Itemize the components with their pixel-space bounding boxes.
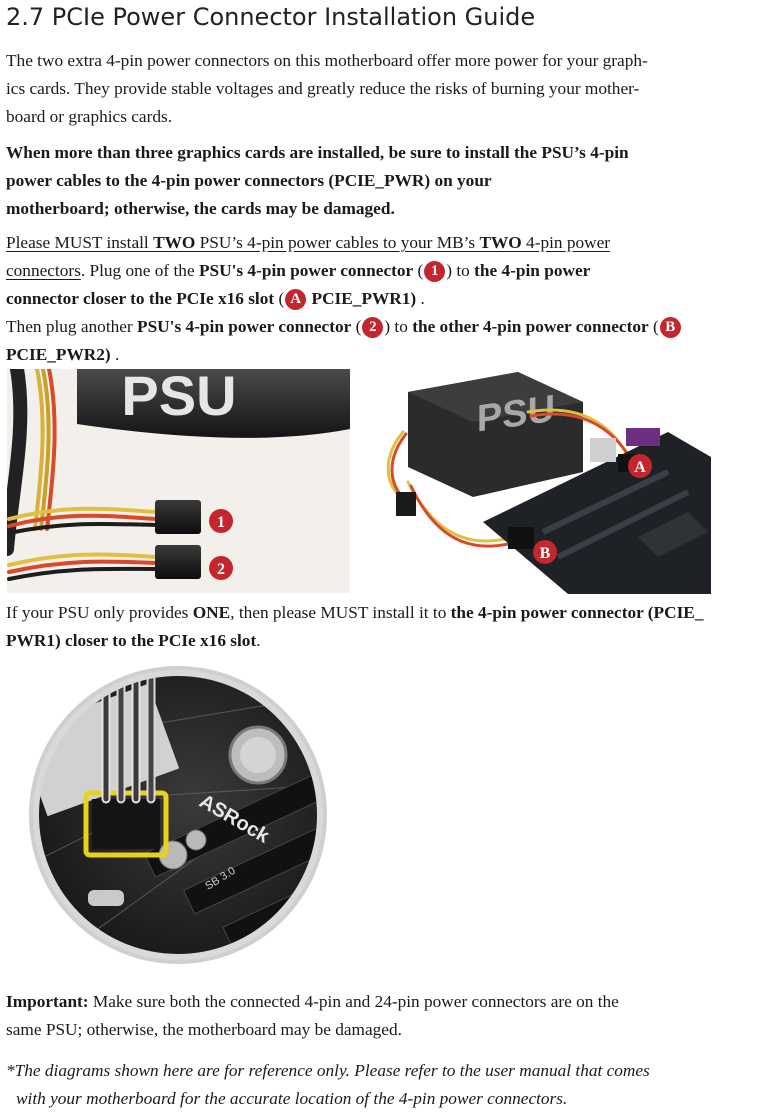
psu-motherboard-photo: PSU A B (368, 372, 711, 594)
install-line: connectors. Plug one of the PSU's 4-pin … (6, 261, 591, 282)
intro-paragraph: The two extra 4-pin power connectors on … (6, 47, 766, 131)
single-psu-line: PWR1) closer to the PCIe x16 slot. (6, 631, 261, 650)
warning-paragraph: When more than three graphics cards are … (6, 139, 766, 223)
important-line: same PSU; otherwise, the motherboard may… (6, 1020, 402, 1039)
warning-line: power cables to the 4-pin power connecto… (6, 171, 492, 190)
badge-a: A (285, 289, 307, 310)
footnote-line: with your motherboard for the accurate l… (16, 1089, 568, 1108)
psu-label: PSU (121, 369, 236, 427)
single-psu-paragraph: If your PSU only provides ONE, then plea… (6, 599, 766, 655)
install-line: PCIE_PWR2) . (6, 345, 120, 364)
install-line: Then plug another PSU's 4-pin power conn… (6, 313, 766, 341)
section-title: 2.7 PCIe Power Connector Installation Gu… (6, 3, 536, 31)
badge-b: B (659, 317, 681, 338)
footnote-line: *The diagrams shown here are for referen… (6, 1061, 650, 1080)
badge-1: 1 (424, 261, 446, 282)
install-instructions: Please MUST install TWO PSU’s 4-pin powe… (6, 229, 766, 369)
install-line: connector closer to the PCIe x16 slot (A… (6, 289, 425, 310)
single-psu-line: If your PSU only provides ONE, then plea… (6, 603, 704, 622)
marker-b: B (540, 545, 551, 562)
intro-line: The two extra 4-pin power connectors on … (6, 51, 648, 70)
important-note: Important: Make sure both the connected … (6, 988, 766, 1044)
warning-line: motherboard; otherwise, the cards may be… (6, 199, 395, 218)
marker-2: 2 (217, 561, 225, 578)
important-label: Important: (6, 992, 89, 1011)
important-line: Important: Make sure both the connected … (6, 992, 619, 1011)
install-line: Please MUST install TWO PSU’s 4-pin powe… (6, 233, 611, 252)
badge-2: 2 (362, 317, 384, 338)
marker-a: A (634, 459, 646, 476)
connector-closeup-photo: ASRock SB 3.0 (28, 665, 328, 965)
psu-connectors-photo: PSU 1 2 (7, 369, 350, 593)
marker-1: 1 (217, 514, 225, 531)
footnote: *The diagrams shown here are for referen… (6, 1057, 766, 1113)
intro-line: board or graphics cards. (6, 107, 173, 126)
warning-line: When more than three graphics cards are … (6, 143, 629, 162)
intro-line: ics cards. They provide stable voltages … (6, 79, 640, 98)
